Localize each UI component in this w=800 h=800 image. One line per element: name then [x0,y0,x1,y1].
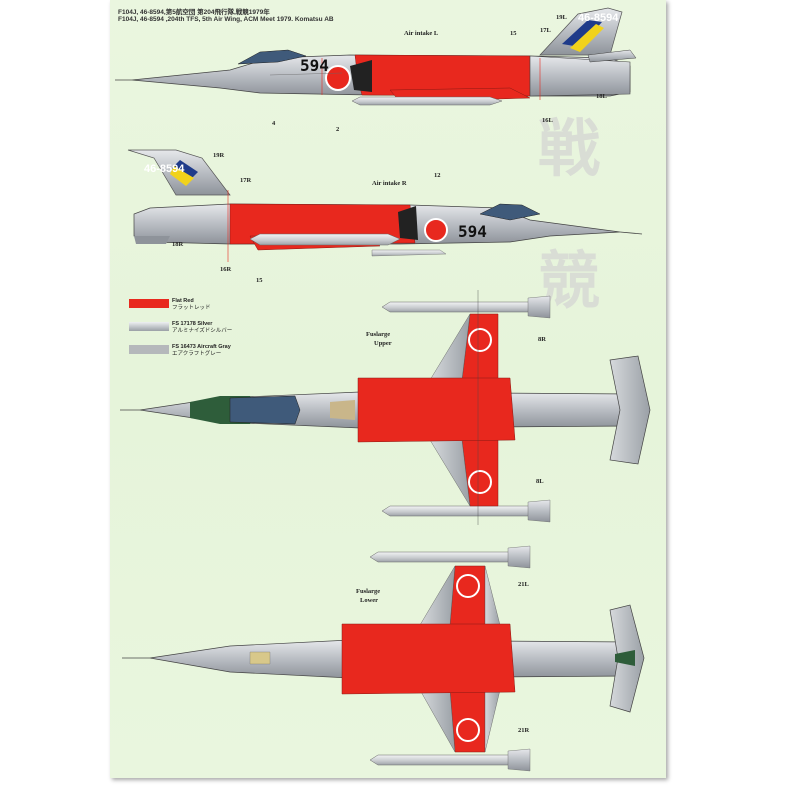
legend-gray-en: FS 16473 Aircraft Gray [172,344,231,350]
swatch-aircraft-gray [129,345,169,354]
label-4: 4 [272,120,276,127]
label-fuselage-lower-2: Lower [360,597,379,604]
label-2: 2 [336,126,340,133]
watermark-char-1: 戦 [538,112,601,185]
label-19l: 19L [556,14,567,21]
label-19r: 19R [213,152,225,159]
label-18r: 18R [172,241,184,248]
label-16r: 16R [220,266,232,273]
label-fuselage-upper-2: Upper [374,340,392,347]
label-fuselage-lower-1: Fuslarge [356,588,381,595]
bottom-view [122,545,645,772]
right-side-view [127,149,643,262]
label-17r: 17R [240,177,252,184]
legend-red-en: Flat Red [172,298,194,304]
label-15-right: 15 [256,277,263,284]
top-view [120,290,651,525]
swatch-flat-red [129,299,169,308]
label-air-intake-r: Air intake R [372,180,407,187]
label-18l: 18L [596,93,607,100]
label-21l: 21L [518,581,529,588]
right-nose-number: 594 [458,222,487,241]
legend-red-ja: フラットレッド [172,304,211,311]
legend-gray-ja: エアクラフトグレー [172,350,222,357]
left-tail-number: 46-8594 [578,12,619,24]
label-17l: 17L [540,27,551,34]
title-english: F104J, 46-8594 ,204th TFS, 5th Air Wing,… [118,16,334,23]
title-japanese: F104J, 46-8594,第5航空団 第204飛行隊,戦競1979年 [118,9,270,16]
legend-silver-en: FS 17178 Silver [172,321,213,327]
right-tail-number: 46-8594 [144,163,185,175]
label-8l: 8L [536,478,544,485]
left-nose-number: 594 [300,56,329,75]
label-16l: 16L [542,117,553,124]
label-21r: 21R [518,727,530,734]
label-air-intake-l: Air intake L [404,30,439,37]
aircraft-drawings [115,7,651,772]
label-8r: 8R [538,336,546,343]
left-side-view [115,7,637,106]
swatch-silver [129,322,169,331]
label-12: 12 [434,172,441,179]
decal-sheet: F104J, 46-8594,第5航空団 第204飛行隊,戦競1979年 F10… [110,0,666,778]
label-fuselage-upper-1: Fuslarge [366,331,391,338]
legend-silver-ja: アルミナイズドシルバー [172,327,233,334]
label-15-left: 15 [510,30,517,37]
